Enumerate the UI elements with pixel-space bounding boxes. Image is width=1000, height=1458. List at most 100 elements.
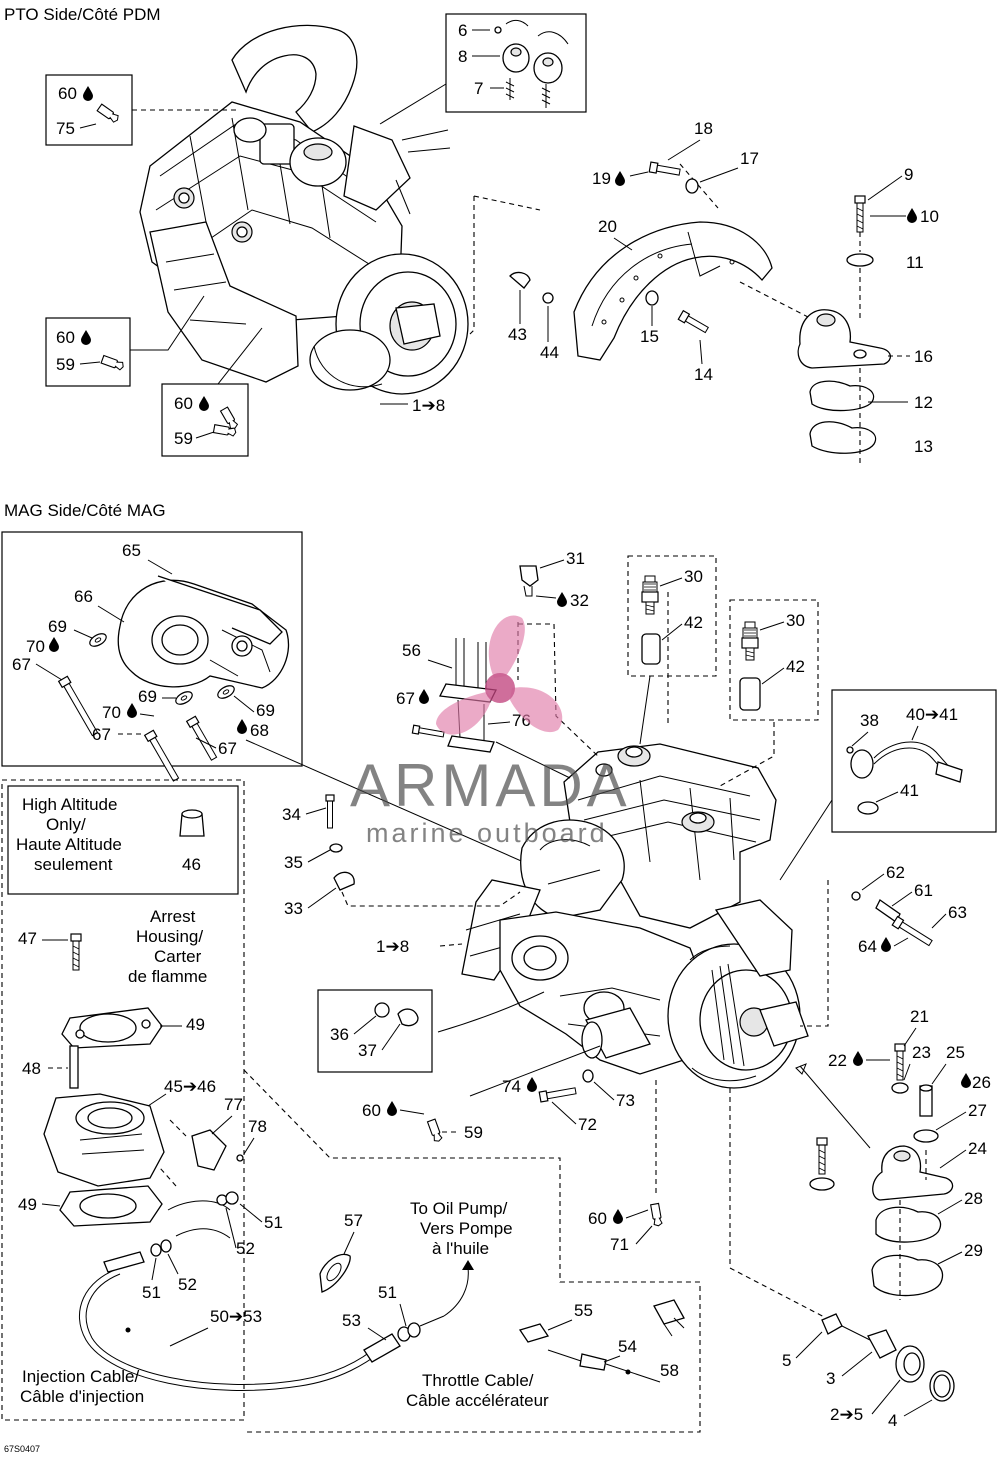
callout-9: 9 xyxy=(904,165,913,184)
injection-cable-label-2: Câble d'injection xyxy=(20,1387,144,1406)
oil-pump-line-2: Vers Pompe xyxy=(420,1219,513,1238)
callout-53: 53 xyxy=(342,1311,361,1330)
callout-78: 78 xyxy=(248,1117,267,1136)
callout-57: 57 xyxy=(344,1211,363,1230)
callout-58: 58 xyxy=(660,1361,679,1380)
callout-21: 21 xyxy=(910,1007,929,1026)
callout-20: 20 xyxy=(598,217,617,236)
callout-60: 60 xyxy=(588,1209,607,1228)
callout-51: 51 xyxy=(378,1283,397,1302)
oil-pump-line-1: To Oil Pump/ xyxy=(410,1199,508,1218)
callout-68: 68 xyxy=(250,721,269,740)
callout-12: 12 xyxy=(914,393,933,412)
callout-73: 73 xyxy=(616,1091,635,1110)
callout-69: 69 xyxy=(256,701,275,720)
injection-cable xyxy=(78,1239,445,1391)
sensor-harness-box xyxy=(779,689,997,881)
callout-24: 24 xyxy=(968,1139,987,1158)
watermark: ARMADA marine outboard xyxy=(350,615,631,848)
callout-74: 74 xyxy=(502,1077,521,1096)
callout-49: 49 xyxy=(186,1015,205,1034)
callout-75: 75 xyxy=(56,119,75,138)
cable-bracket-33 xyxy=(325,794,521,907)
inset-box-6-8-7 xyxy=(379,13,587,125)
mag-engine-assembly xyxy=(439,592,831,1321)
callout-44: 44 xyxy=(540,343,559,362)
arrest-line-2: Housing/ xyxy=(136,927,203,946)
high-altitude-line-2: Only/ xyxy=(46,815,86,834)
callout-55: 55 xyxy=(574,1301,593,1320)
callout-46: 46 xyxy=(182,855,201,874)
bolt-72-73 xyxy=(469,1045,601,1103)
callout-33: 33 xyxy=(284,899,303,918)
callout-59: 59 xyxy=(56,355,75,374)
watermark-brand: ARMADA xyxy=(350,752,631,819)
pto-engine-assembly xyxy=(139,24,469,395)
callout-45-46: 45➔46 xyxy=(164,1077,216,1096)
callout-7: 7 xyxy=(474,79,483,98)
engine-mount-bracket xyxy=(469,161,891,464)
callout-60: 60 xyxy=(56,328,75,347)
high-altitude-line-4: seulement xyxy=(34,855,113,874)
throttle-cable-label-2: Câble accélérateur xyxy=(406,1391,549,1410)
callout-40-41: 40➔41 xyxy=(906,705,958,724)
callout-59: 59 xyxy=(464,1123,483,1142)
callout-66: 66 xyxy=(74,587,93,606)
callout-29: 29 xyxy=(964,1241,983,1260)
callout-35: 35 xyxy=(284,853,303,872)
callout-1-8-mag: 1➔8 xyxy=(376,937,409,956)
callout-69: 69 xyxy=(138,687,157,706)
callout-14: 14 xyxy=(694,365,713,384)
mag-side-heading: MAG Side/Côté MAG xyxy=(4,501,166,520)
callout-11: 11 xyxy=(906,253,924,272)
callout-51: 51 xyxy=(142,1283,161,1302)
flame-arrester-dashed-box xyxy=(1,779,245,1421)
callout-41: 41 xyxy=(900,781,919,800)
callout-32: 32 xyxy=(570,591,589,610)
callout-51: 51 xyxy=(264,1213,283,1232)
callout-65: 65 xyxy=(122,541,141,560)
bracket-56-76 xyxy=(411,638,571,779)
callout-47: 47 xyxy=(18,929,37,948)
callout-4: 4 xyxy=(888,1411,897,1430)
callout-70: 70 xyxy=(102,703,121,722)
callout-69: 69 xyxy=(48,617,67,636)
spark-plug-box-1 xyxy=(627,555,717,745)
callout-56: 56 xyxy=(402,641,421,660)
callout-3: 3 xyxy=(826,1369,835,1388)
callout-6: 6 xyxy=(458,21,467,40)
inset-box-36-37 xyxy=(317,989,545,1073)
callout-28: 28 xyxy=(964,1189,983,1208)
inset-box-60-75 xyxy=(45,74,240,146)
propeller-logo-icon xyxy=(436,615,563,735)
callout-48: 48 xyxy=(22,1059,41,1078)
callout-67: 67 xyxy=(218,739,237,758)
callout-60: 60 xyxy=(362,1101,381,1120)
temp-sensor-31 xyxy=(519,565,539,597)
callout-77: 77 xyxy=(224,1095,243,1114)
injection-cable-label-1: Injection Cable/ xyxy=(22,1367,139,1386)
callout-23: 23 xyxy=(912,1043,931,1062)
callout-30: 30 xyxy=(684,567,703,586)
rotary-valve-inset xyxy=(1,531,561,879)
flame-arrester-assembly xyxy=(43,933,244,1239)
callout-25: 25 xyxy=(946,1043,965,1062)
callout-59: 59 xyxy=(174,429,193,448)
callout-1-8-pto: 1➔8 xyxy=(412,396,445,415)
high-altitude-box xyxy=(7,785,239,895)
callout-50-53: 50➔53 xyxy=(210,1307,262,1326)
callout-22: 22 xyxy=(828,1051,847,1070)
callout-30: 30 xyxy=(786,611,805,630)
callout-52: 52 xyxy=(178,1275,197,1294)
pto-side-heading: PTO Side/Côté PDM xyxy=(4,5,161,24)
callout-19: 19 xyxy=(592,169,611,188)
callout-67: 67 xyxy=(92,725,111,744)
spark-plug-box-2 xyxy=(729,599,819,721)
lower-engine-mount xyxy=(795,1043,954,1300)
callout-36: 36 xyxy=(330,1025,349,1044)
callout-2-5: 2➔5 xyxy=(830,1405,863,1424)
callout-67: 67 xyxy=(12,655,31,674)
callout-61: 61 xyxy=(914,881,933,900)
pin-61-63 xyxy=(800,880,933,1027)
